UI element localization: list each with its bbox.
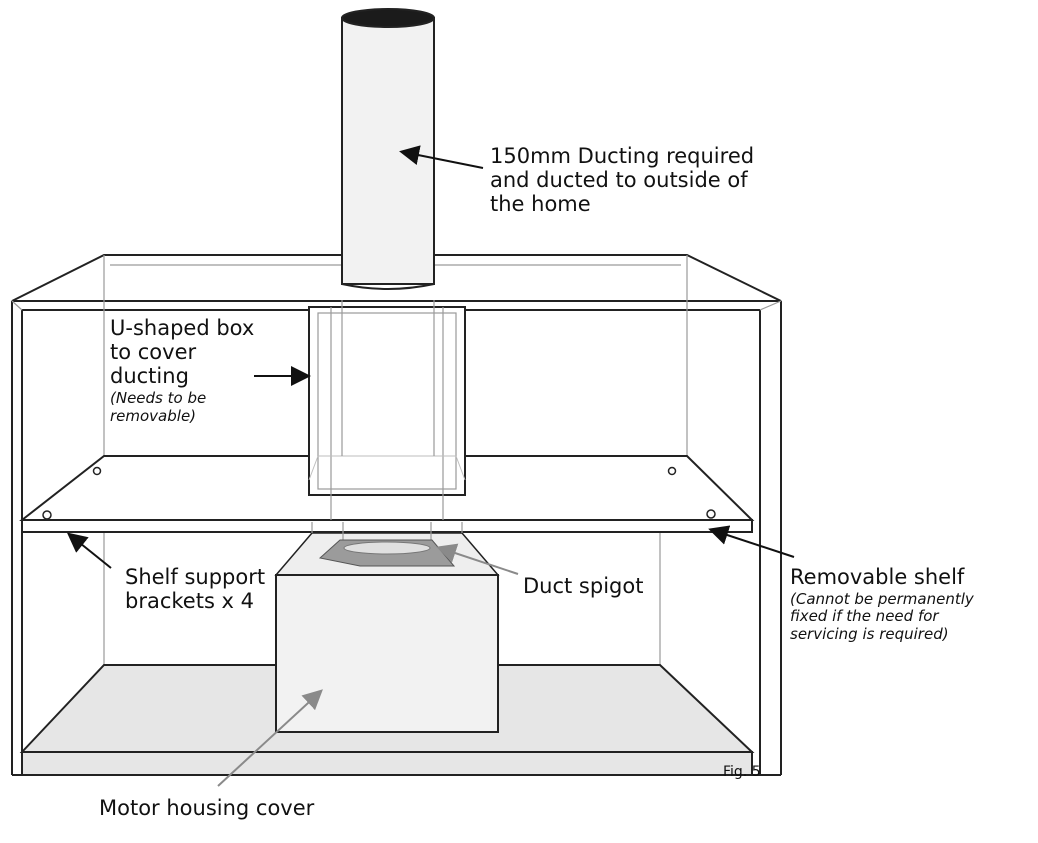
shelf-peg-back-right [667,466,677,476]
ducting-callout-line-2: and ducted to outside of [490,168,748,193]
removable-shelf-note-line-2: fixed if the need for [790,607,939,626]
removable-shelf-note-line-3: servicing is required) [790,624,949,643]
removable-shelf-arrow [708,525,795,558]
shelf-peg-front-left [42,510,52,520]
u-shaped-box-callout-line-1: U-shaped box [110,316,255,340]
removable-shelf-note-line-1: (Cannot be permanently [790,590,974,609]
motor-housing-label: Motor housing cover [99,796,315,820]
u-shaped-box-note-line-2: removable) [110,406,197,425]
u-shaped-box [308,306,466,520]
shelf-support-line-1: Shelf support [125,565,266,589]
ducting-arrow [399,145,484,169]
annotation-arrows [66,145,795,787]
shelf-support-line-2: brackets x 4 [125,589,255,614]
u-shaped-box-callout-line-3: ducting [110,364,189,389]
motor-housing-arrow [217,689,323,787]
u-shaped-box-callout: U-shaped box to cover ducting (Needs to … [110,316,254,425]
u-shaped-box-note-line-1: (Needs to be [110,389,207,408]
u-shaped-box-callout-line-2: to cover [110,340,197,365]
ducting-callout-line-1: 150mm Ducting required [490,144,755,168]
ducting-callout: 150mm Ducting required and ducted to out… [490,144,754,216]
removable-shelf-title: Removable shelf [790,565,965,589]
shelf-support-callout: Shelf support brackets x 4 [125,565,265,613]
duct-spigot-arrow [436,543,519,575]
shelf-peg-front-right [706,509,716,519]
duct-spigot-label: Duct spigot [523,574,644,598]
shelf-peg-back-left [92,466,102,476]
shelf-support-arrow [66,532,112,569]
removable-shelf-callout: Removable shelf (Cannot be permanently f… [790,565,974,643]
duct-spigot [318,539,456,567]
figure-label: Fig. 5 [723,764,761,780]
ducting-callout-line-3: the home [490,192,591,217]
